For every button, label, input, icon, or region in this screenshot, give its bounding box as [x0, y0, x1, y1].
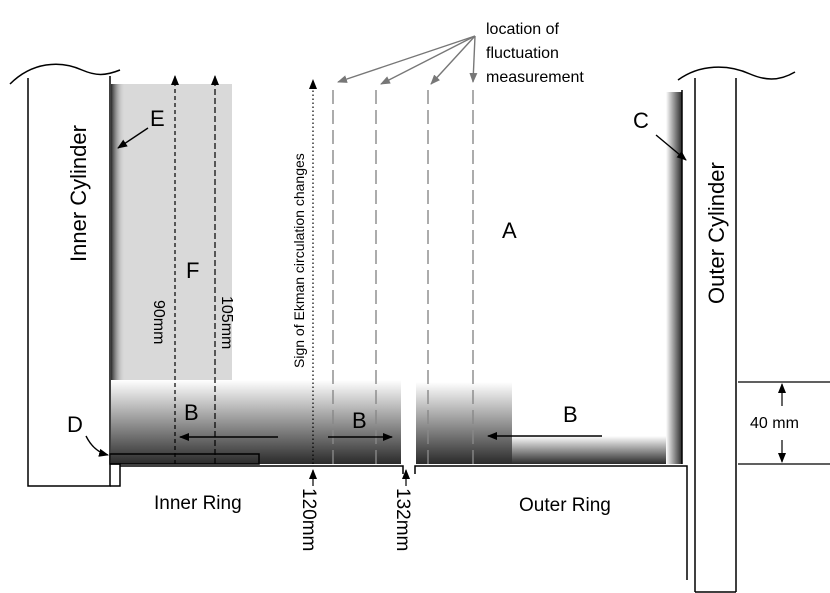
dim-90mm-label: 90mm: [150, 300, 167, 344]
outer-ring: [414, 465, 688, 580]
inner-ring-label: Inner Ring: [154, 493, 242, 514]
outer-cylinder: [677, 66, 796, 593]
inner-cylinder: [9, 63, 121, 487]
bottom-gradient-middle: [416, 382, 512, 464]
outer-wall-gradient: [666, 92, 682, 464]
region-a-label: A: [502, 218, 517, 243]
dim-40mm-label: 40 mm: [750, 415, 799, 432]
fluctuation-label-3: measurement: [486, 69, 584, 86]
region-e-label: E: [150, 106, 165, 131]
inner-cylinder-label: Inner Cylinder: [66, 125, 91, 262]
pointer-d: [85, 435, 109, 457]
outer-ring-label: Outer Ring: [519, 495, 611, 516]
dim-40mm-marker: [738, 381, 830, 465]
region-b-label-inner: B: [184, 400, 199, 425]
region-d-label: D: [67, 412, 83, 437]
flow-arrows: [85, 127, 687, 457]
region-f-label: F: [186, 258, 199, 283]
fluctuation-lines: [332, 90, 474, 464]
bottom-gradient-outer: [512, 436, 680, 464]
inner-wall-gradient: [111, 84, 125, 430]
ekman-sign-label: Sign of Ekman circulation changes: [291, 153, 307, 368]
bottom-gradient-inner: [111, 380, 401, 464]
pointer-e: [117, 127, 149, 149]
gap-arrows: [309, 469, 410, 486]
region-c-label: C: [633, 108, 649, 133]
outer-cylinder-label: Outer Cylinder: [704, 162, 729, 304]
pointer-c: [655, 134, 687, 161]
fluctuation-pointers: [337, 35, 478, 85]
dim-120mm-label: 120mm: [298, 488, 319, 551]
region-b-label-middle: B: [352, 408, 367, 433]
region-b-label-outer: B: [563, 402, 578, 427]
fluctuation-label-2: fluctuation: [486, 45, 559, 62]
dim-105mm-label: 105mm: [218, 296, 235, 349]
dim-132mm-label: 132mm: [392, 488, 413, 551]
shaded-region-f: [111, 84, 232, 430]
fluctuation-label-1: location of: [486, 21, 559, 38]
radius-lines: [171, 75, 317, 464]
